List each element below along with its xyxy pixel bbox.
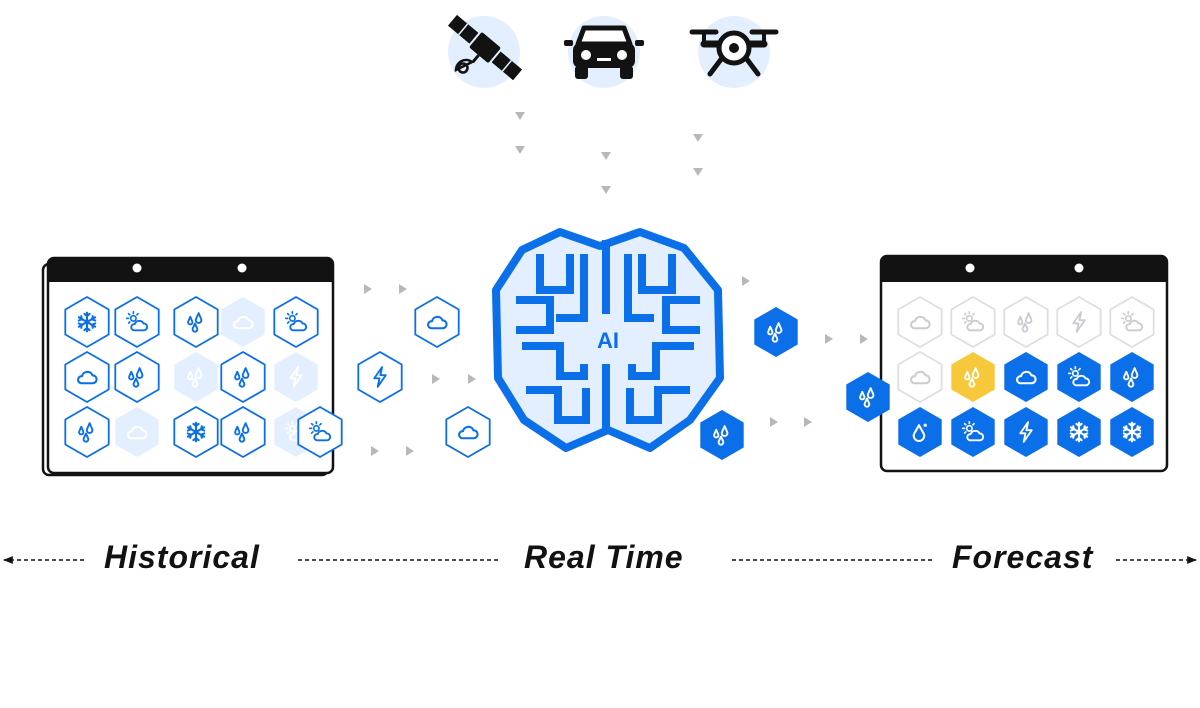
weather-tile [220,351,266,403]
weather-tile [700,410,744,460]
flow-arrow [468,374,476,384]
weather-tile [1004,407,1048,457]
weather-tile [173,296,219,348]
weather-tile [1003,296,1049,348]
outgoing-data-tiles [700,307,890,460]
flow-arrow [770,417,778,427]
weather-tile [357,351,403,403]
flow-arrow [406,446,414,456]
weather-tile [221,297,265,347]
flow-arrow [601,152,611,160]
ai-label: AI [597,328,619,353]
weather-tile [897,351,943,403]
satellite-icon [447,14,523,88]
weather-tile [1004,352,1048,402]
flow-arrow [364,284,372,294]
drone-icon [689,16,779,88]
flow-arrow [515,146,525,154]
weather-tile [114,351,160,403]
weather-tile [173,406,219,458]
weather-tile [64,406,110,458]
weather-tile [897,296,943,348]
flow-arrow [371,446,379,456]
weather-tile [951,407,995,457]
data-sources [447,14,779,88]
flow-arrow [693,168,703,176]
weather-tile [414,296,460,348]
weather-tile [951,352,995,402]
flow-arrow [825,334,833,344]
weather-tile [64,296,110,348]
timeline-label-real-time: Real Time [524,539,684,575]
weather-tile [115,407,159,457]
flow-arrow [804,417,812,427]
weather-tile [174,352,218,402]
ai-brain-icon [492,228,724,452]
calendar-ring [132,263,142,273]
timeline-label-forecast: Forecast [952,539,1094,575]
weather-tile [445,406,491,458]
weather-tile [1057,407,1101,457]
flow-arrow [432,374,440,384]
car-icon [564,16,644,88]
timeline-label-historical: Historical [104,539,260,575]
weather-tile [950,296,996,348]
weather-tile [64,351,110,403]
weather-tile [1110,407,1154,457]
weather-tile [114,296,160,348]
weather-tile [754,307,798,357]
historical-calendar [41,256,335,477]
weather-tile [846,372,890,422]
flow-arrow [515,112,525,120]
calendar-ring [237,263,247,273]
flow-arrow [742,276,750,286]
weather-tile [274,352,318,402]
weather-tile [1057,352,1101,402]
flow-arrow [860,334,868,344]
weather-tile [297,406,343,458]
calendar-ring [965,263,975,273]
flow-arrow [399,284,407,294]
incoming-data-tiles [297,296,491,458]
weather-tile [1109,296,1155,348]
calendar-ring [1074,263,1084,273]
weather-tile [273,296,319,348]
flow-arrow [693,134,703,142]
flow-arrow [601,186,611,194]
flow-arrows [364,112,868,456]
weather-tile [898,407,942,457]
weather-tile [220,406,266,458]
weather-tile [1056,296,1102,348]
forecast-calendar [879,254,1169,473]
weather-tile [1110,352,1154,402]
